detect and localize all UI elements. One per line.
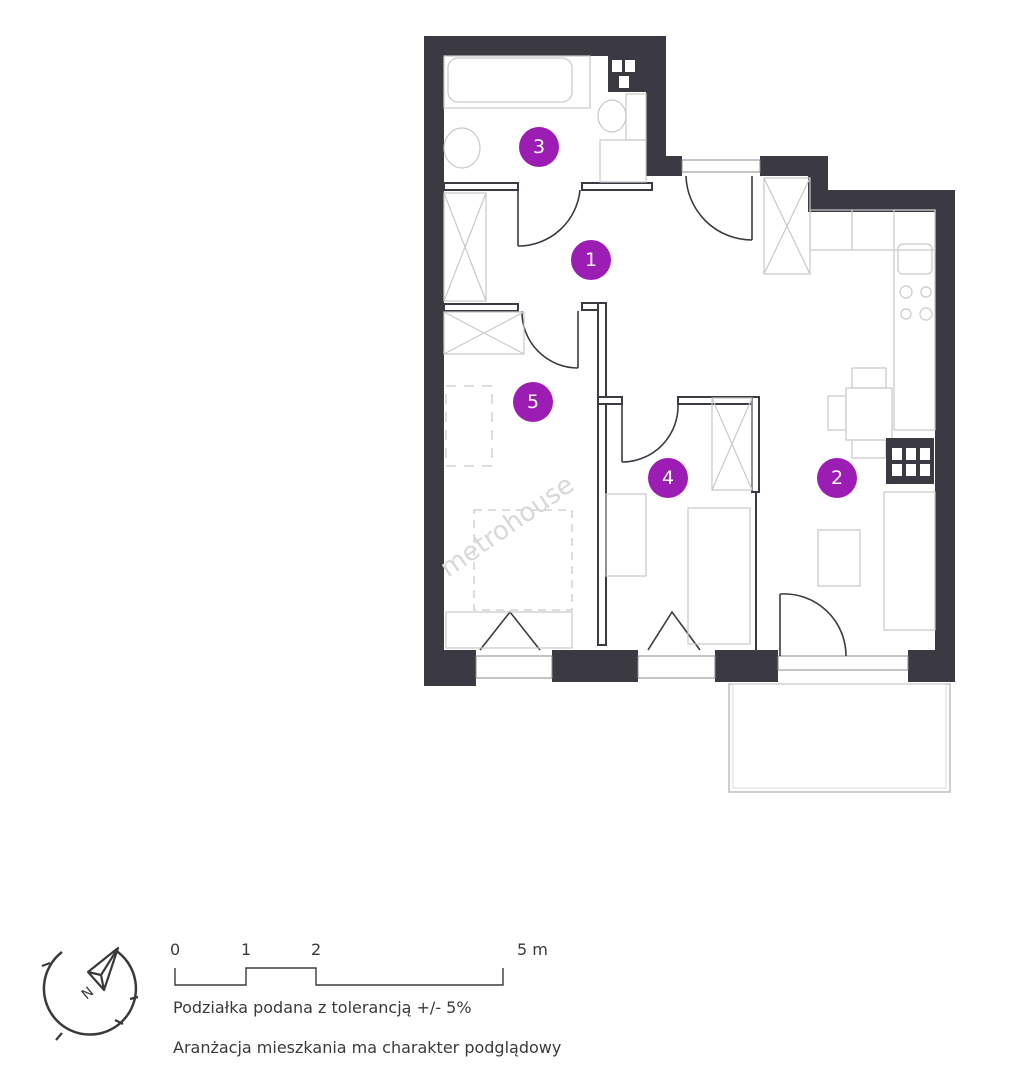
exterior-walls	[424, 36, 955, 686]
scale-tick-label: 1	[241, 940, 251, 959]
room-badge-2: 2	[817, 458, 857, 498]
room-number: 5	[527, 391, 539, 413]
room-number: 3	[533, 136, 545, 158]
doors	[479, 175, 847, 657]
interior-walls	[443, 182, 760, 650]
scale-tick-label: 2	[311, 940, 321, 959]
room-badge-3: 3	[519, 127, 559, 167]
watermark: metrohouse	[435, 470, 580, 584]
room-number: 1	[585, 249, 597, 271]
scale-tick-label: 0	[170, 940, 180, 959]
room-badge-1: 1	[571, 240, 611, 280]
compass-icon: N	[41, 946, 139, 1041]
furniture	[443, 55, 936, 649]
room-number: 4	[662, 467, 674, 489]
windows	[475, 60, 909, 679]
scale-bar: 0 1 2 5 m	[170, 940, 548, 986]
compass-north-label: N	[79, 984, 97, 1003]
room-number: 2	[831, 467, 843, 489]
tolerance-note: Podziałka podana z tolerancją +/- 5%	[173, 998, 472, 1017]
scale-tick-label: 5 m	[517, 940, 548, 959]
room-badge-5: 5	[513, 382, 553, 422]
room-badge-4: 4	[648, 458, 688, 498]
balcony	[728, 683, 951, 793]
arrangement-note: Aranżacja mieszkania ma charakter podglą…	[173, 1038, 561, 1057]
